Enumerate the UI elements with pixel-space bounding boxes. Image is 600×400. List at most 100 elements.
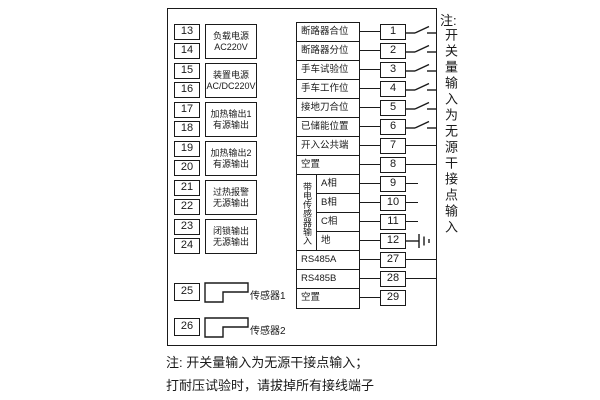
connector-stub [360, 278, 380, 279]
switch-contact-icon [406, 120, 436, 129]
wire [406, 145, 436, 146]
phase-c-label: C相 [317, 213, 359, 232]
bottom-notes: 注: 开关量输入为无源干接点输入； 打耐压试验时，请拔掉所有接线端子 [166, 351, 374, 397]
terminal-number-29: 29 [380, 290, 406, 306]
terminal-number-24: 24 [174, 238, 200, 254]
terminal-number-23: 23 [174, 219, 200, 235]
terminal-number-9: 9 [380, 176, 406, 192]
input-label-breaker-open: 断路器分位 [297, 42, 359, 61]
terminal-number-22: 22 [174, 199, 200, 215]
terminal-number-15: 15 [174, 63, 200, 79]
terminal-number-10: 10 [380, 195, 406, 211]
terminal-number-2: 2 [380, 43, 406, 59]
terminal-number-4: 4 [380, 81, 406, 97]
terminal-number-27: 27 [380, 252, 406, 268]
label-line: 无源输出 [212, 197, 249, 208]
input-label-breaker-closed: 断路器合位 [297, 23, 359, 42]
label-line: 加热输出2 [210, 147, 252, 158]
heater-output2-label-box: 加热输出2 有源输出 [205, 141, 257, 176]
wire [406, 278, 436, 279]
wire [406, 164, 436, 165]
wire [406, 202, 418, 203]
terminal-number-13: 13 [174, 24, 200, 40]
label-line: AC220V [214, 41, 248, 52]
connector-stub [360, 297, 380, 298]
side-note-prefix: 注: [440, 13, 457, 28]
label-line: 无源输出 [212, 236, 249, 247]
load-power-label-box: 负载电源 AC220V [205, 24, 257, 59]
switch-contact-icon [406, 82, 436, 91]
terminal-number-21: 21 [174, 180, 200, 196]
label-line: 加热输出1 [210, 108, 252, 119]
sensor-connector-icon [204, 282, 249, 303]
sensor-connector-icon [204, 317, 249, 338]
terminal-number-25: 25 [174, 283, 200, 301]
overheat-alarm-label-box: 过热报警 无源输出 [205, 180, 257, 215]
sensor1-label: 传感器1 [250, 291, 286, 302]
label-line: AC/DC220V [206, 80, 256, 91]
input-label-spring-charged: 已储能位置 [297, 118, 359, 137]
terminal-number-5: 5 [380, 100, 406, 116]
wire [406, 183, 418, 184]
connector-stub [360, 69, 380, 70]
label-line: 闭锁输出 [212, 225, 249, 236]
switch-contact-icon [406, 63, 436, 72]
label-line: 过热报警 [212, 186, 249, 197]
label-line: 有源输出 [212, 119, 249, 130]
digital-input-label-stack: 断路器合位 断路器分位 手车试验位 手车工作位 接地刀合位 已储能位置 开入公共… [296, 22, 360, 176]
wire [406, 221, 418, 222]
terminal-number-3: 3 [380, 62, 406, 78]
terminal-number-18: 18 [174, 121, 200, 137]
terminal-number-20: 20 [174, 160, 200, 176]
switch-contact-icon [406, 25, 436, 34]
input-label-spare: 空置 [301, 159, 321, 170]
switch-contact-icon [406, 44, 436, 53]
ground-label: 地 [321, 235, 331, 246]
sensor2-label: 传感器2 [250, 326, 286, 337]
terminal-number-8: 8 [380, 157, 406, 173]
connector-stub [360, 31, 380, 32]
wire [406, 259, 436, 260]
connector-stub [360, 221, 380, 222]
terminal-number-7: 7 [380, 138, 406, 154]
bottom-note-line1: 注: 开关量输入为无源干接点输入； [166, 355, 369, 370]
switch-contact-icon [406, 101, 436, 110]
label-line: 有源输出 [212, 158, 249, 169]
input-label-common: 开入公共端 [297, 137, 359, 156]
input-label-handcart-work: 手车工作位 [297, 80, 359, 99]
terminal-number-17: 17 [174, 102, 200, 118]
connector-stub [360, 145, 380, 146]
connector-stub [360, 240, 380, 241]
input-label-handcart-test: 手车试验位 [297, 61, 359, 80]
terminal-number-28: 28 [380, 271, 406, 287]
comm-label-stack: RS485A RS485B 空置 [296, 250, 360, 309]
terminal-number-12: 12 [380, 233, 406, 249]
label-line: 装置电源 [212, 69, 249, 80]
connector-stub [360, 202, 380, 203]
live-sensor-group-vertical-label: 带电传感器输入 [297, 175, 317, 251]
connector-stub [360, 107, 380, 108]
terminal-number-6: 6 [380, 119, 406, 135]
connector-stub [360, 164, 380, 165]
terminal-number-14: 14 [174, 43, 200, 59]
connector-stub [360, 126, 380, 127]
live-sensor-input-group: 带电传感器输入 A相 B相 C相 地 [296, 174, 360, 252]
terminal-number-11: 11 [380, 214, 406, 230]
phase-b-label: B相 [317, 194, 359, 213]
connector-stub [360, 88, 380, 89]
connector-stub [360, 259, 380, 260]
connector-stub [360, 183, 380, 184]
lockout-output-label-box: 闭锁输出 无源输出 [205, 219, 257, 254]
diagram-border [167, 8, 437, 346]
bottom-note-line2: 打耐压试验时，请拔掉所有接线端子 [166, 378, 375, 393]
terminal-number-1: 1 [380, 24, 406, 40]
ground-icon [406, 234, 430, 248]
rs485b-label: RS485B [297, 270, 359, 289]
device-power-label-box: 装置电源 AC/DC220V [205, 63, 257, 98]
rs485a-label: RS485A [297, 251, 359, 270]
input-label-earth-switch-closed: 接地刀合位 [297, 99, 359, 118]
spare-label: 空置 [301, 292, 321, 303]
phase-a-label: A相 [317, 175, 359, 194]
connector-stub [360, 50, 380, 51]
